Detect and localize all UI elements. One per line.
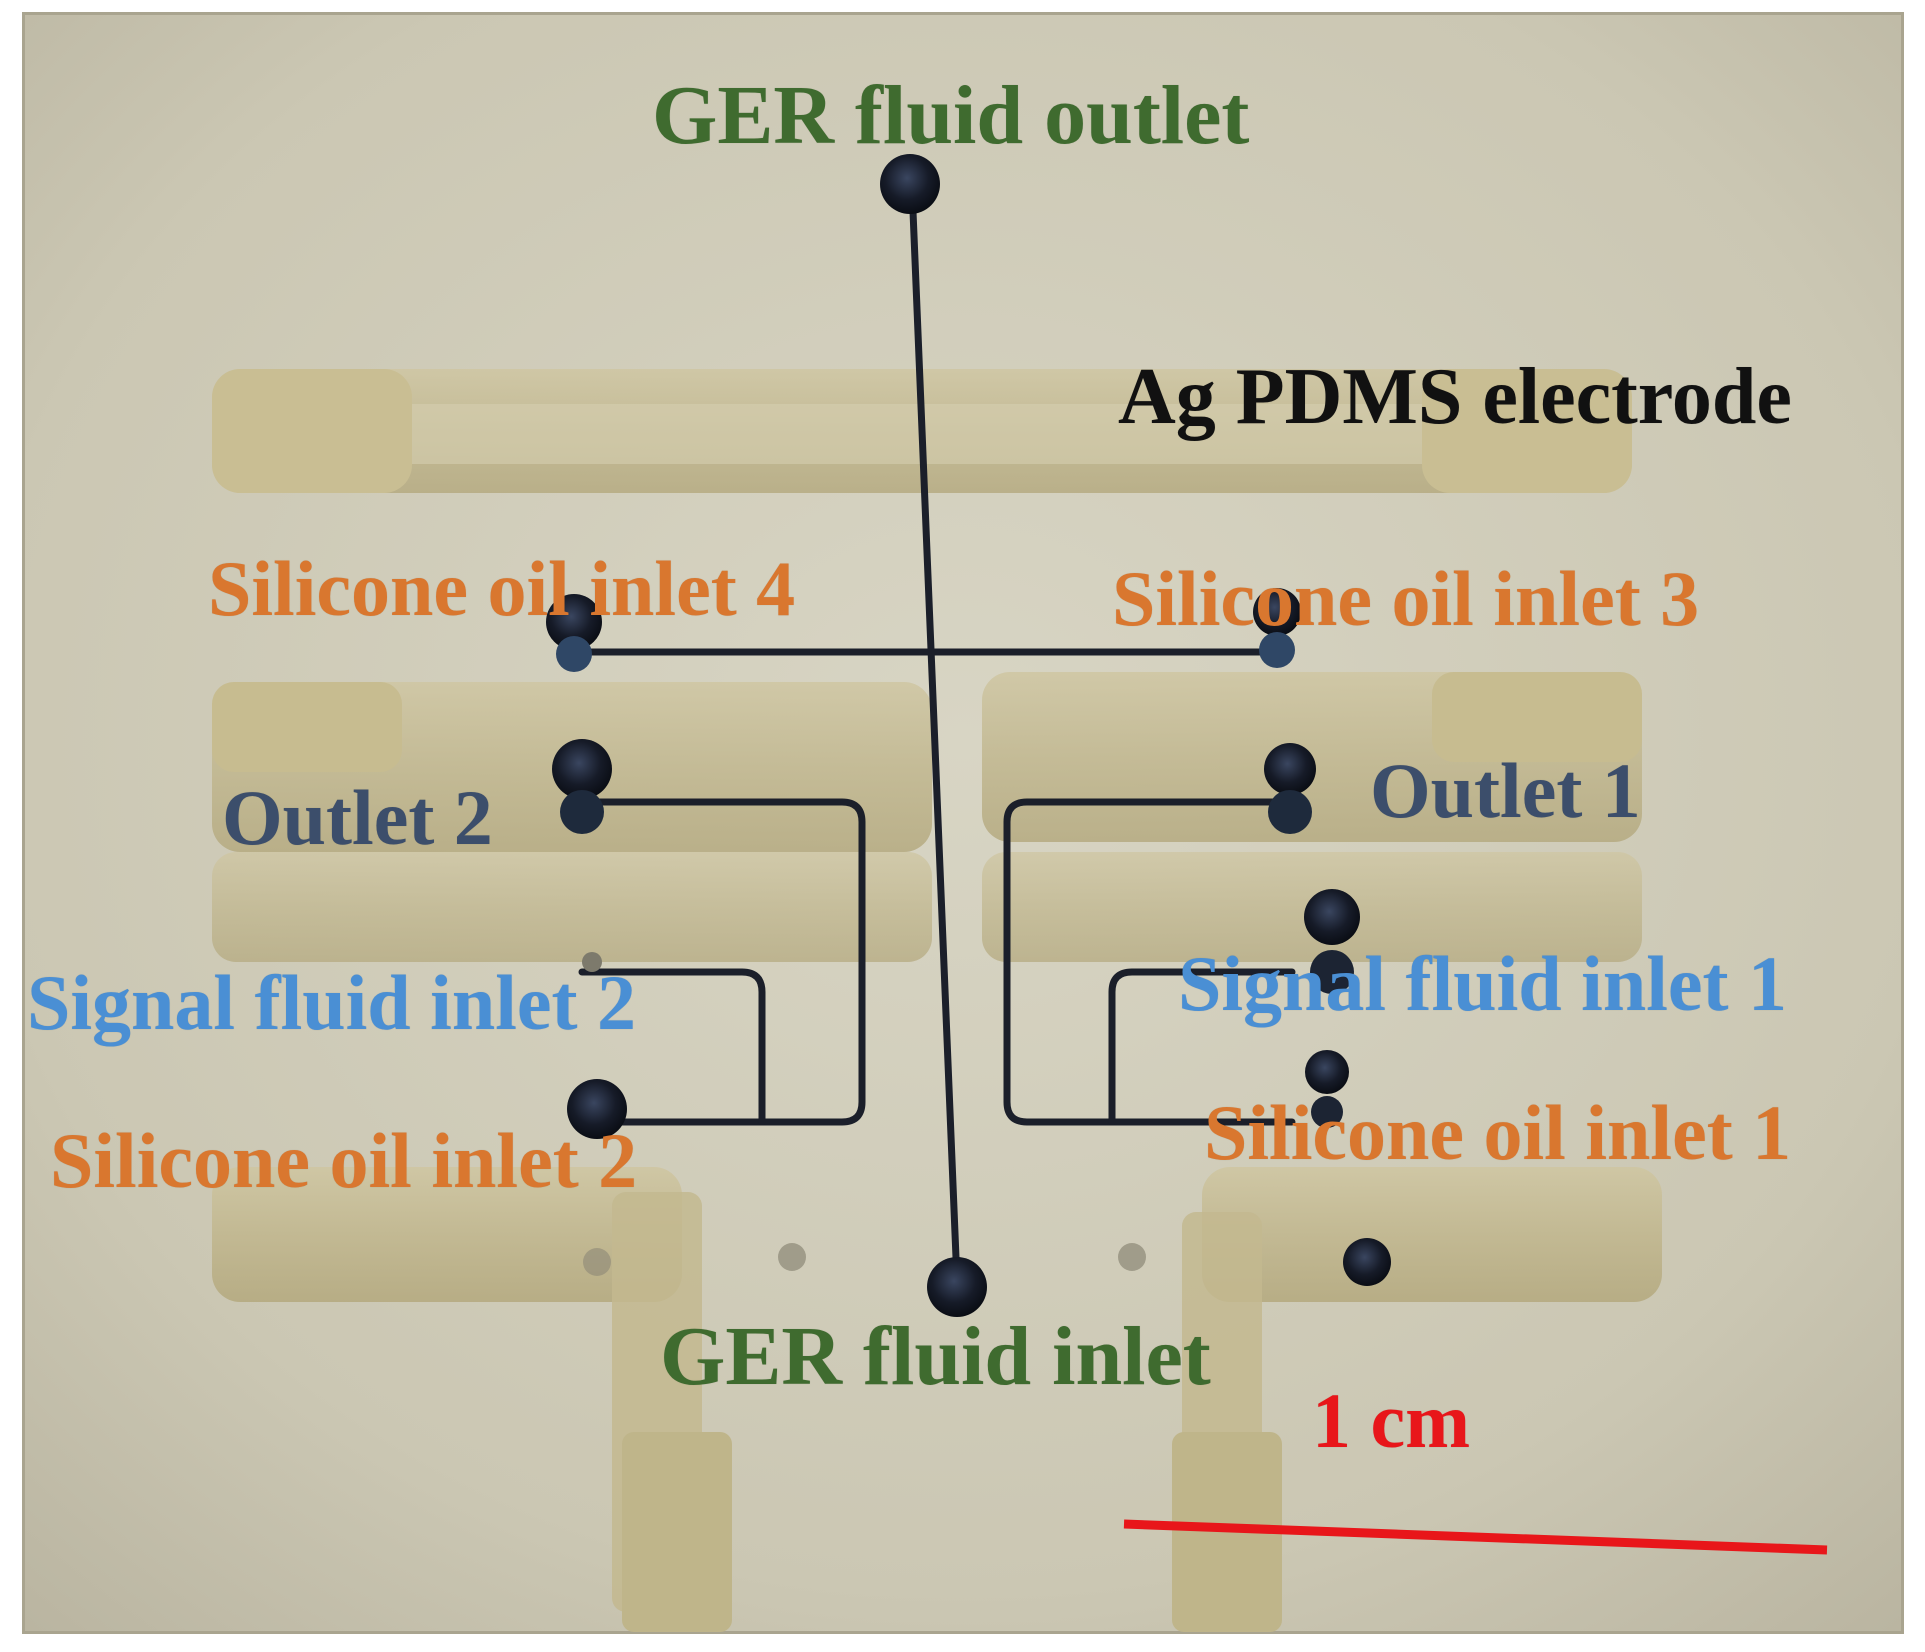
port-oil-inlet-2 bbox=[567, 1079, 627, 1139]
label-silicone-oil-inlet-2: Silicone oil inlet 2 bbox=[50, 1117, 638, 1204]
port-signal-inlet-1 bbox=[1304, 889, 1360, 945]
port-oil-inlet-1 bbox=[1305, 1050, 1349, 1094]
port-outlet-2 bbox=[552, 739, 612, 799]
port-outlet-1 bbox=[1264, 743, 1316, 795]
channels bbox=[568, 183, 1296, 1286]
chip-photo: GER fluid outlet Ag PDMS electrode Silic… bbox=[22, 12, 1904, 1634]
port-ger-inlet bbox=[927, 1257, 987, 1317]
ports bbox=[546, 154, 1391, 1317]
label-silicone-oil-inlet-3: Silicone oil inlet 3 bbox=[1112, 555, 1700, 642]
electrode-bottom-left bbox=[212, 1167, 732, 1632]
label-ger-fluid-inlet: GER fluid inlet bbox=[660, 1310, 1211, 1403]
label-ger-fluid-outlet: GER fluid outlet bbox=[652, 69, 1250, 162]
label-scale-1cm: 1 cm bbox=[1312, 1377, 1471, 1464]
label-silicone-oil-inlet-4: Silicone oil inlet 4 bbox=[208, 545, 796, 632]
label-signal-fluid-inlet-1: Signal fluid inlet 1 bbox=[1178, 940, 1787, 1027]
port-oil-inlet-3 bbox=[1253, 588, 1301, 636]
microfluidic-chip-photo bbox=[22, 12, 1904, 1634]
label-outlet-2: Outlet 2 bbox=[222, 774, 493, 861]
label-ag-pdms-electrode: Ag PDMS electrode bbox=[1118, 353, 1792, 441]
label-signal-fluid-inlet-2: Signal fluid inlet 2 bbox=[27, 959, 636, 1046]
port-signal-inlet-2 bbox=[582, 952, 602, 972]
label-silicone-oil-inlet-1: Silicone oil inlet 1 bbox=[1204, 1089, 1792, 1176]
port-oil-inlet-4 bbox=[546, 594, 602, 650]
label-outlet-1: Outlet 1 bbox=[1370, 747, 1641, 834]
scale-bar bbox=[1123, 1519, 1828, 1555]
port-ger-outlet bbox=[880, 154, 940, 214]
